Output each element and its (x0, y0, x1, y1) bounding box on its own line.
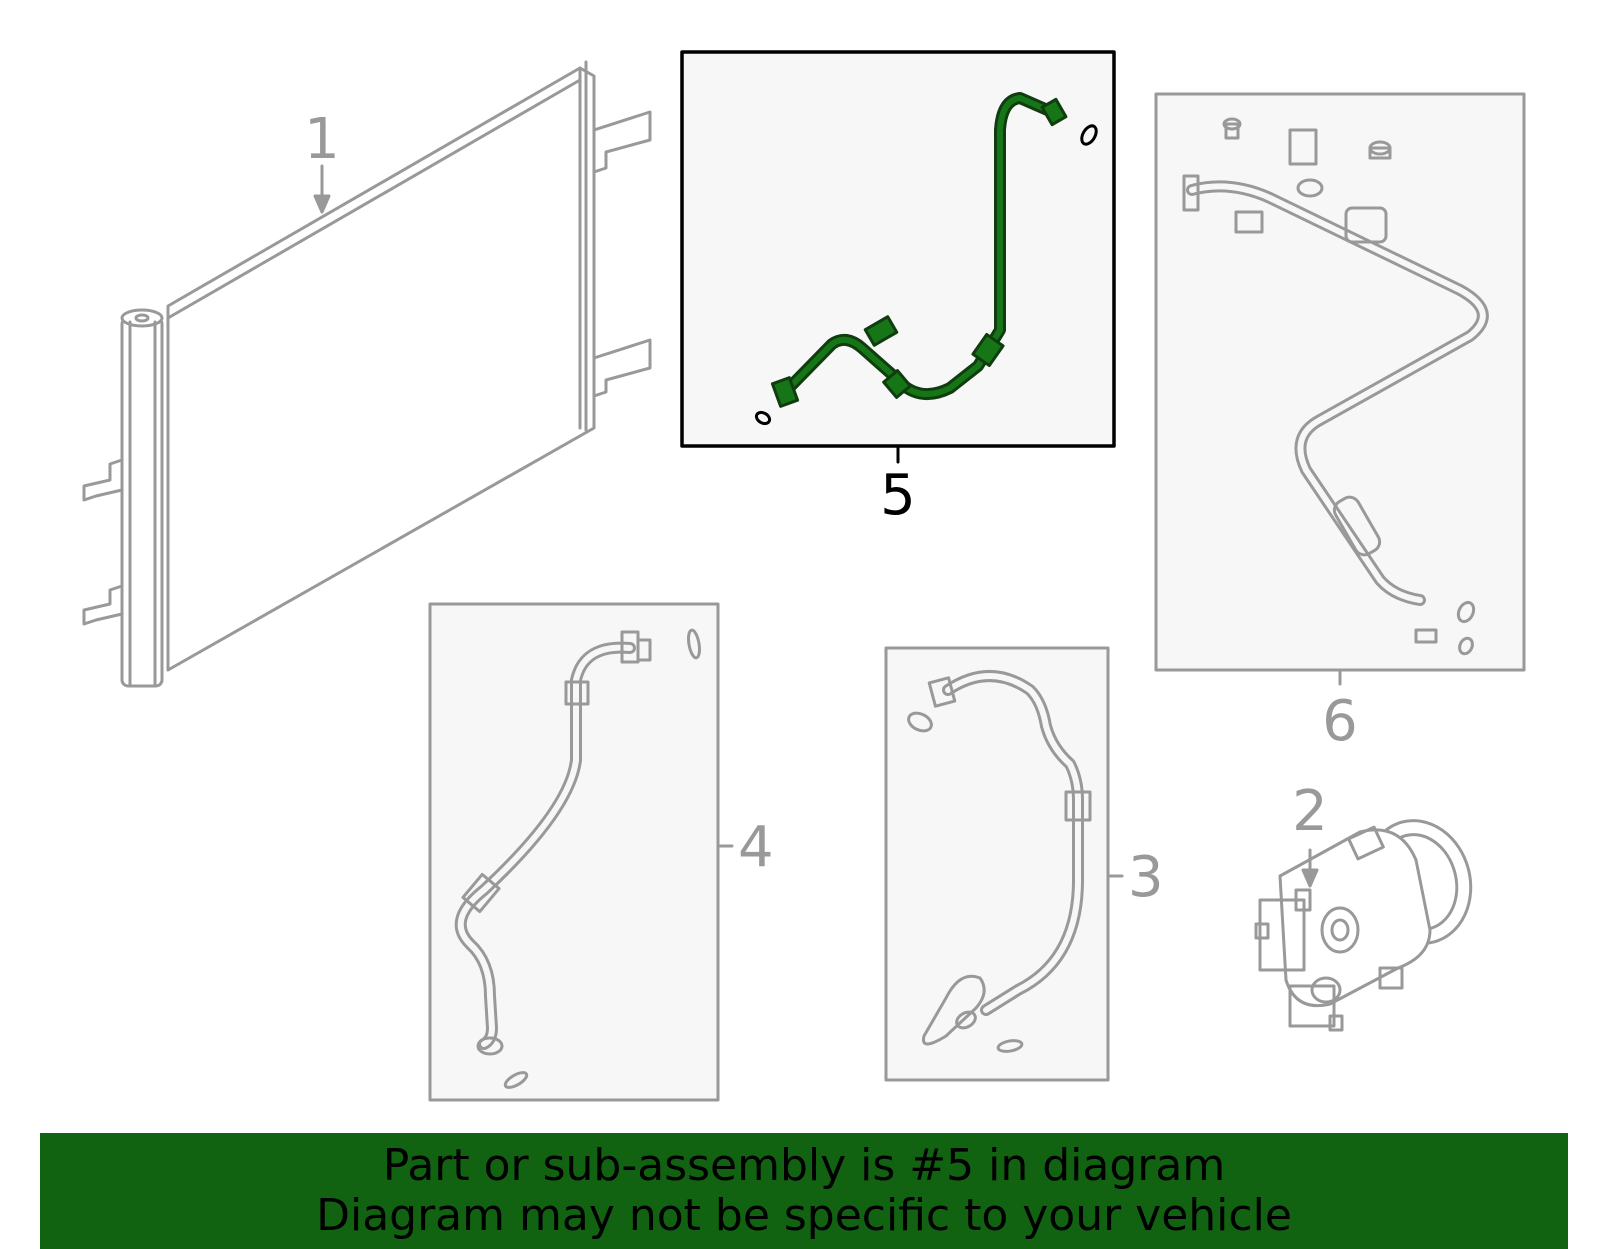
hose-panel-part-3 (884, 646, 1124, 1082)
info-banner: Part or sub-assembly is #5 in diagram Di… (40, 1133, 1568, 1249)
callout-2: 2 (1292, 779, 1328, 844)
hose-panel-part-4 (428, 602, 734, 1102)
callout-5: 5 (880, 463, 916, 528)
banner-line-1: Part or sub-assembly is #5 in diagram (382, 1140, 1226, 1191)
condenser-part-1 (82, 60, 652, 688)
callout-6: 6 (1322, 689, 1358, 754)
callout-4: 4 (738, 815, 774, 880)
callout-3: 3 (1128, 845, 1164, 910)
banner-line-2: Diagram may not be specific to your vehi… (316, 1190, 1292, 1241)
compressor-part-2 (1254, 819, 1473, 1032)
callout-1: 1 (304, 107, 340, 172)
hose-panel-part-6 (1154, 92, 1526, 686)
hose-panel-part-5 (680, 50, 1116, 464)
